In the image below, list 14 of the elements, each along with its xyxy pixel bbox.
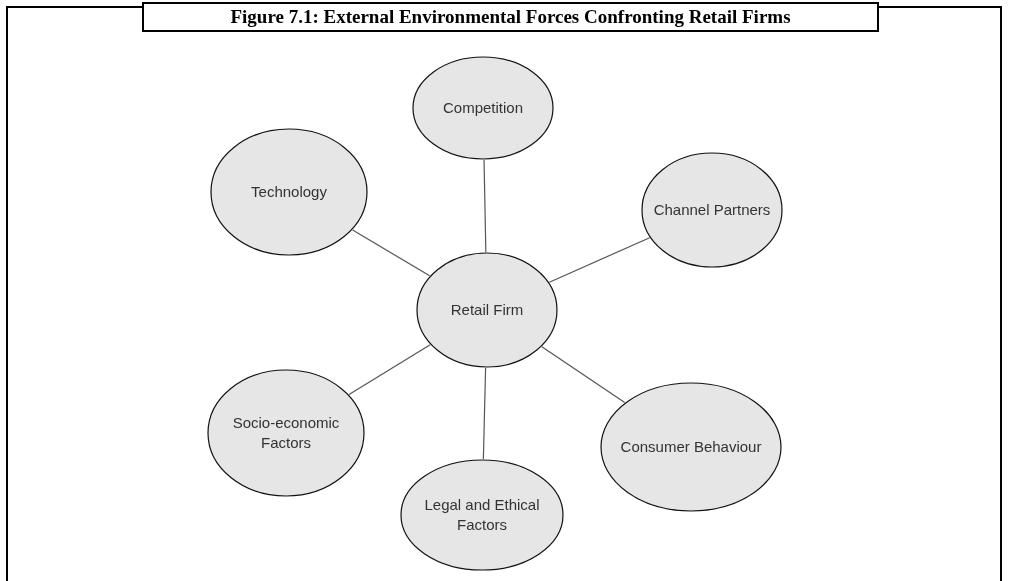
node-label: Competition <box>442 98 523 118</box>
node-label: Consumer Behaviour <box>620 437 762 457</box>
connector-line <box>483 159 487 253</box>
node-label: Channel Partners <box>653 200 771 220</box>
connector-line <box>482 367 487 460</box>
connector-line <box>548 237 651 283</box>
connector-line <box>352 229 431 277</box>
node-label: Technology <box>251 182 327 202</box>
node-label: Legal and Ethical Factors <box>423 495 541 535</box>
node-label: Socio-economic Factors <box>231 413 341 453</box>
node-label: Retail Firm <box>450 300 524 320</box>
connector-line <box>541 346 626 404</box>
title: Figure 7.1: External Environmental Forces Confronting Retail Firms <box>142 2 879 32</box>
connector-line <box>348 344 431 396</box>
